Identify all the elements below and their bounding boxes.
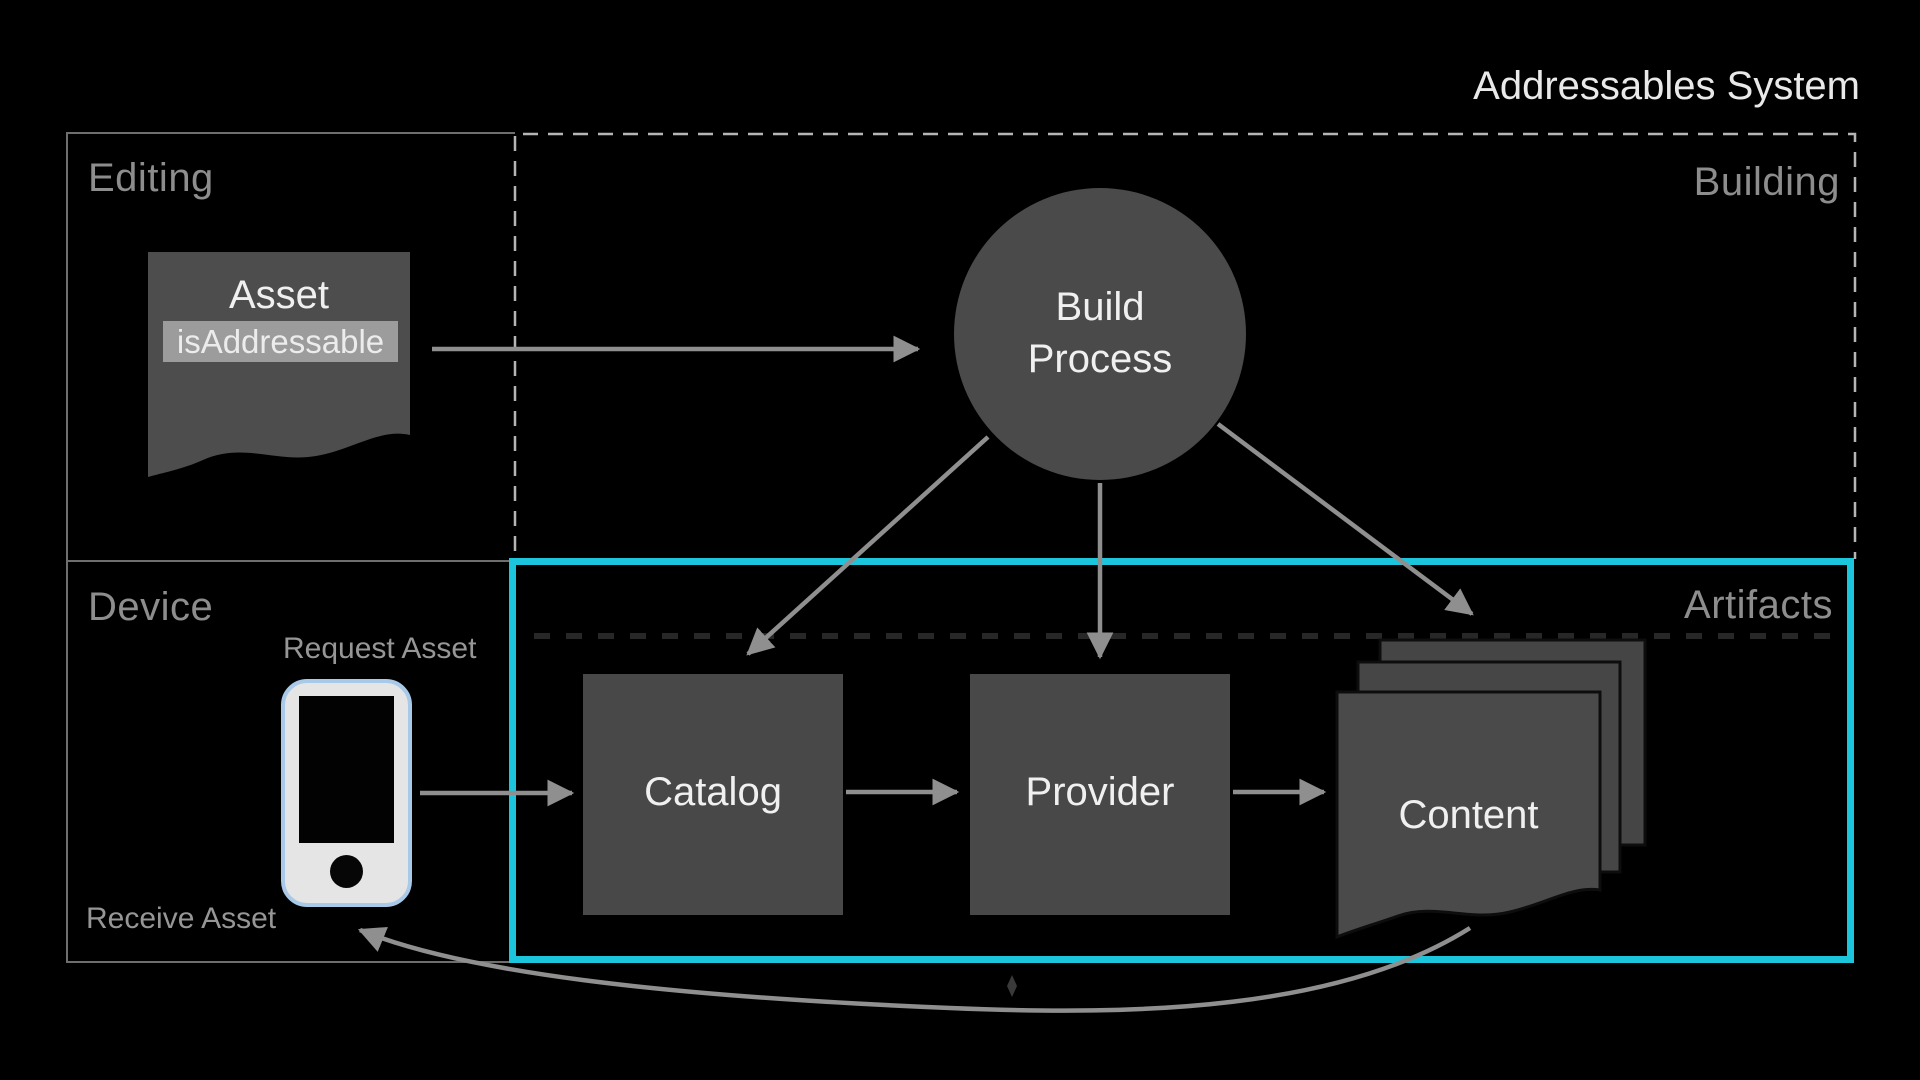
receive-asset-label: Receive Asset bbox=[86, 902, 277, 935]
artifacts-section-frame bbox=[509, 558, 1854, 963]
arrow-content-to-phone-return bbox=[357, 926, 1472, 1013]
editing-section-label: Editing bbox=[88, 156, 214, 200]
artifacts-section-label: Artifacts bbox=[1684, 583, 1833, 627]
request-asset-label: Request Asset bbox=[283, 632, 477, 665]
arrow-build-to-content bbox=[1216, 422, 1474, 616]
content-label: Content bbox=[1398, 793, 1539, 837]
build-process-line2: Process bbox=[1027, 337, 1173, 381]
build-process-label: Build Process bbox=[954, 281, 1246, 385]
smartphone-home-button bbox=[330, 855, 363, 888]
catalog-label: Catalog bbox=[644, 770, 782, 814]
arrow-build-to-catalog bbox=[746, 435, 990, 656]
building-section-dashed-border bbox=[523, 132, 1857, 559]
editing-section-frame bbox=[66, 132, 515, 560]
smartphone-screen bbox=[299, 696, 394, 843]
building-section-label: Building bbox=[1693, 160, 1840, 204]
document-icon bbox=[148, 252, 410, 477]
page-title: Addressables System bbox=[1473, 64, 1860, 108]
provider-label: Provider bbox=[1025, 770, 1175, 814]
build-process-circle bbox=[954, 188, 1246, 480]
device-section-label: Device bbox=[88, 585, 214, 629]
asset-isaddressable-label: isAddressable bbox=[176, 323, 385, 360]
small-diamond-mark bbox=[1007, 975, 1017, 997]
stacked-documents-icon bbox=[1335, 638, 1647, 940]
content-page-front bbox=[1335, 690, 1602, 940]
catalog-box bbox=[583, 674, 843, 915]
smartphone-icon bbox=[281, 679, 412, 907]
asset-isaddressable-highlight: isAddressable bbox=[163, 321, 398, 362]
build-process-line1: Build bbox=[1055, 285, 1145, 329]
provider-box bbox=[970, 674, 1230, 915]
asset-node-title: Asset bbox=[228, 273, 330, 317]
device-section-frame bbox=[66, 560, 515, 963]
